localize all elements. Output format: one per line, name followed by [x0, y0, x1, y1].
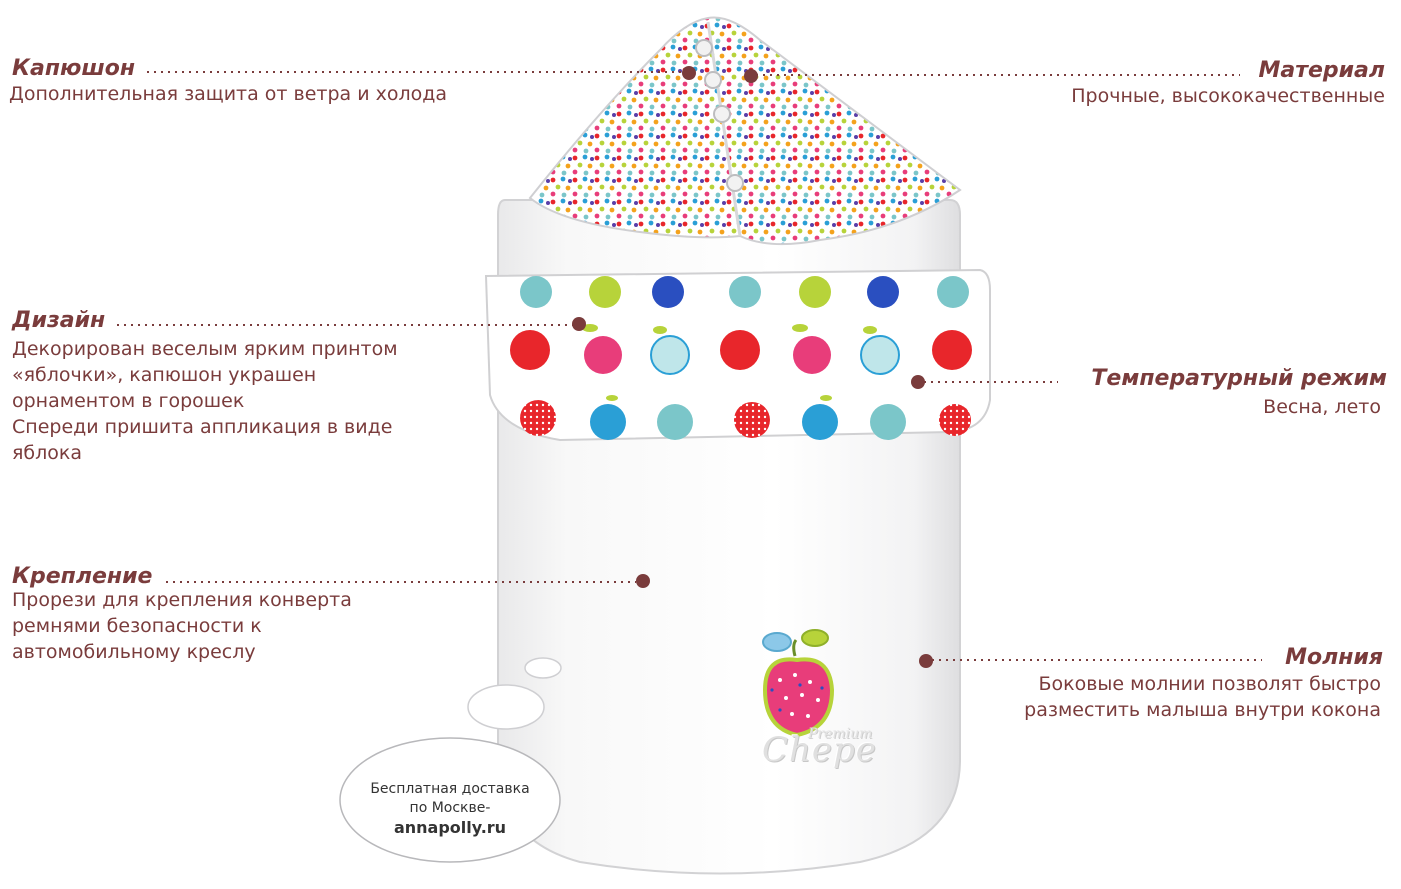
fastening-title: Крепление	[12, 564, 153, 589]
hood-description: Дополнительная защита от ветра и холода	[9, 83, 448, 105]
fastening-line-3: автомобильному креслу	[12, 641, 256, 663]
fastening-marker-dot	[636, 574, 650, 588]
design-line-3: орнаментом в горошек	[12, 390, 245, 412]
zipper-line-1: Боковые молнии позволят быстро	[1038, 673, 1381, 695]
delivery-bubble[interactable]: Бесплатная доставка по Москве- annapolly…	[350, 780, 550, 837]
apple-print	[510, 276, 972, 440]
hood-title: Капюшон	[12, 56, 136, 81]
material-marker-dot	[744, 69, 758, 83]
fastening-description: Прорези для крепления конверта ремнями б…	[12, 587, 352, 665]
zipper-line-2: разместить малыша внутри кокона	[1024, 699, 1381, 721]
temperature-marker-dot	[911, 375, 925, 389]
material-title: Материал	[1258, 58, 1385, 83]
apple-applique	[762, 629, 835, 738]
delivery-site-link[interactable]: annapolly.ru	[393, 818, 507, 837]
zipper-marker-dot	[919, 654, 933, 668]
delivery-line-1: Бесплатная доставка	[370, 781, 530, 797]
delivery-line-2: по Москве-	[409, 800, 491, 816]
fastening-line-2: ремнями безопасности к	[12, 615, 262, 637]
material-description: Прочные, высококачественные	[1071, 85, 1385, 107]
temperature-title: Температурный режим	[1091, 366, 1387, 391]
design-line-4: Спереди пришита аппликация в виде	[12, 416, 393, 438]
design-marker-dot	[572, 317, 586, 331]
brand-logo-text: Chepe	[762, 730, 877, 770]
design-line-5: яблока	[12, 442, 83, 464]
hood-marker-dot	[682, 66, 696, 80]
design-line-1: Декорирован веселым ярким принтом	[12, 338, 398, 360]
fastening-line-1: Прорези для крепления конверта	[12, 589, 352, 611]
design-title: Дизайн	[12, 308, 106, 333]
zipper-title: Молния	[1285, 645, 1383, 670]
brand-premium-label: Premium	[808, 726, 873, 742]
design-description: Декорирован веселым ярким принтом «яблоч…	[12, 336, 398, 466]
zipper-description: Боковые молнии позволят быстро разместит…	[1024, 671, 1381, 723]
design-line-2: «яблочки», капюшон украшен	[12, 364, 317, 386]
temperature-description: Весна, лето	[1263, 396, 1381, 418]
